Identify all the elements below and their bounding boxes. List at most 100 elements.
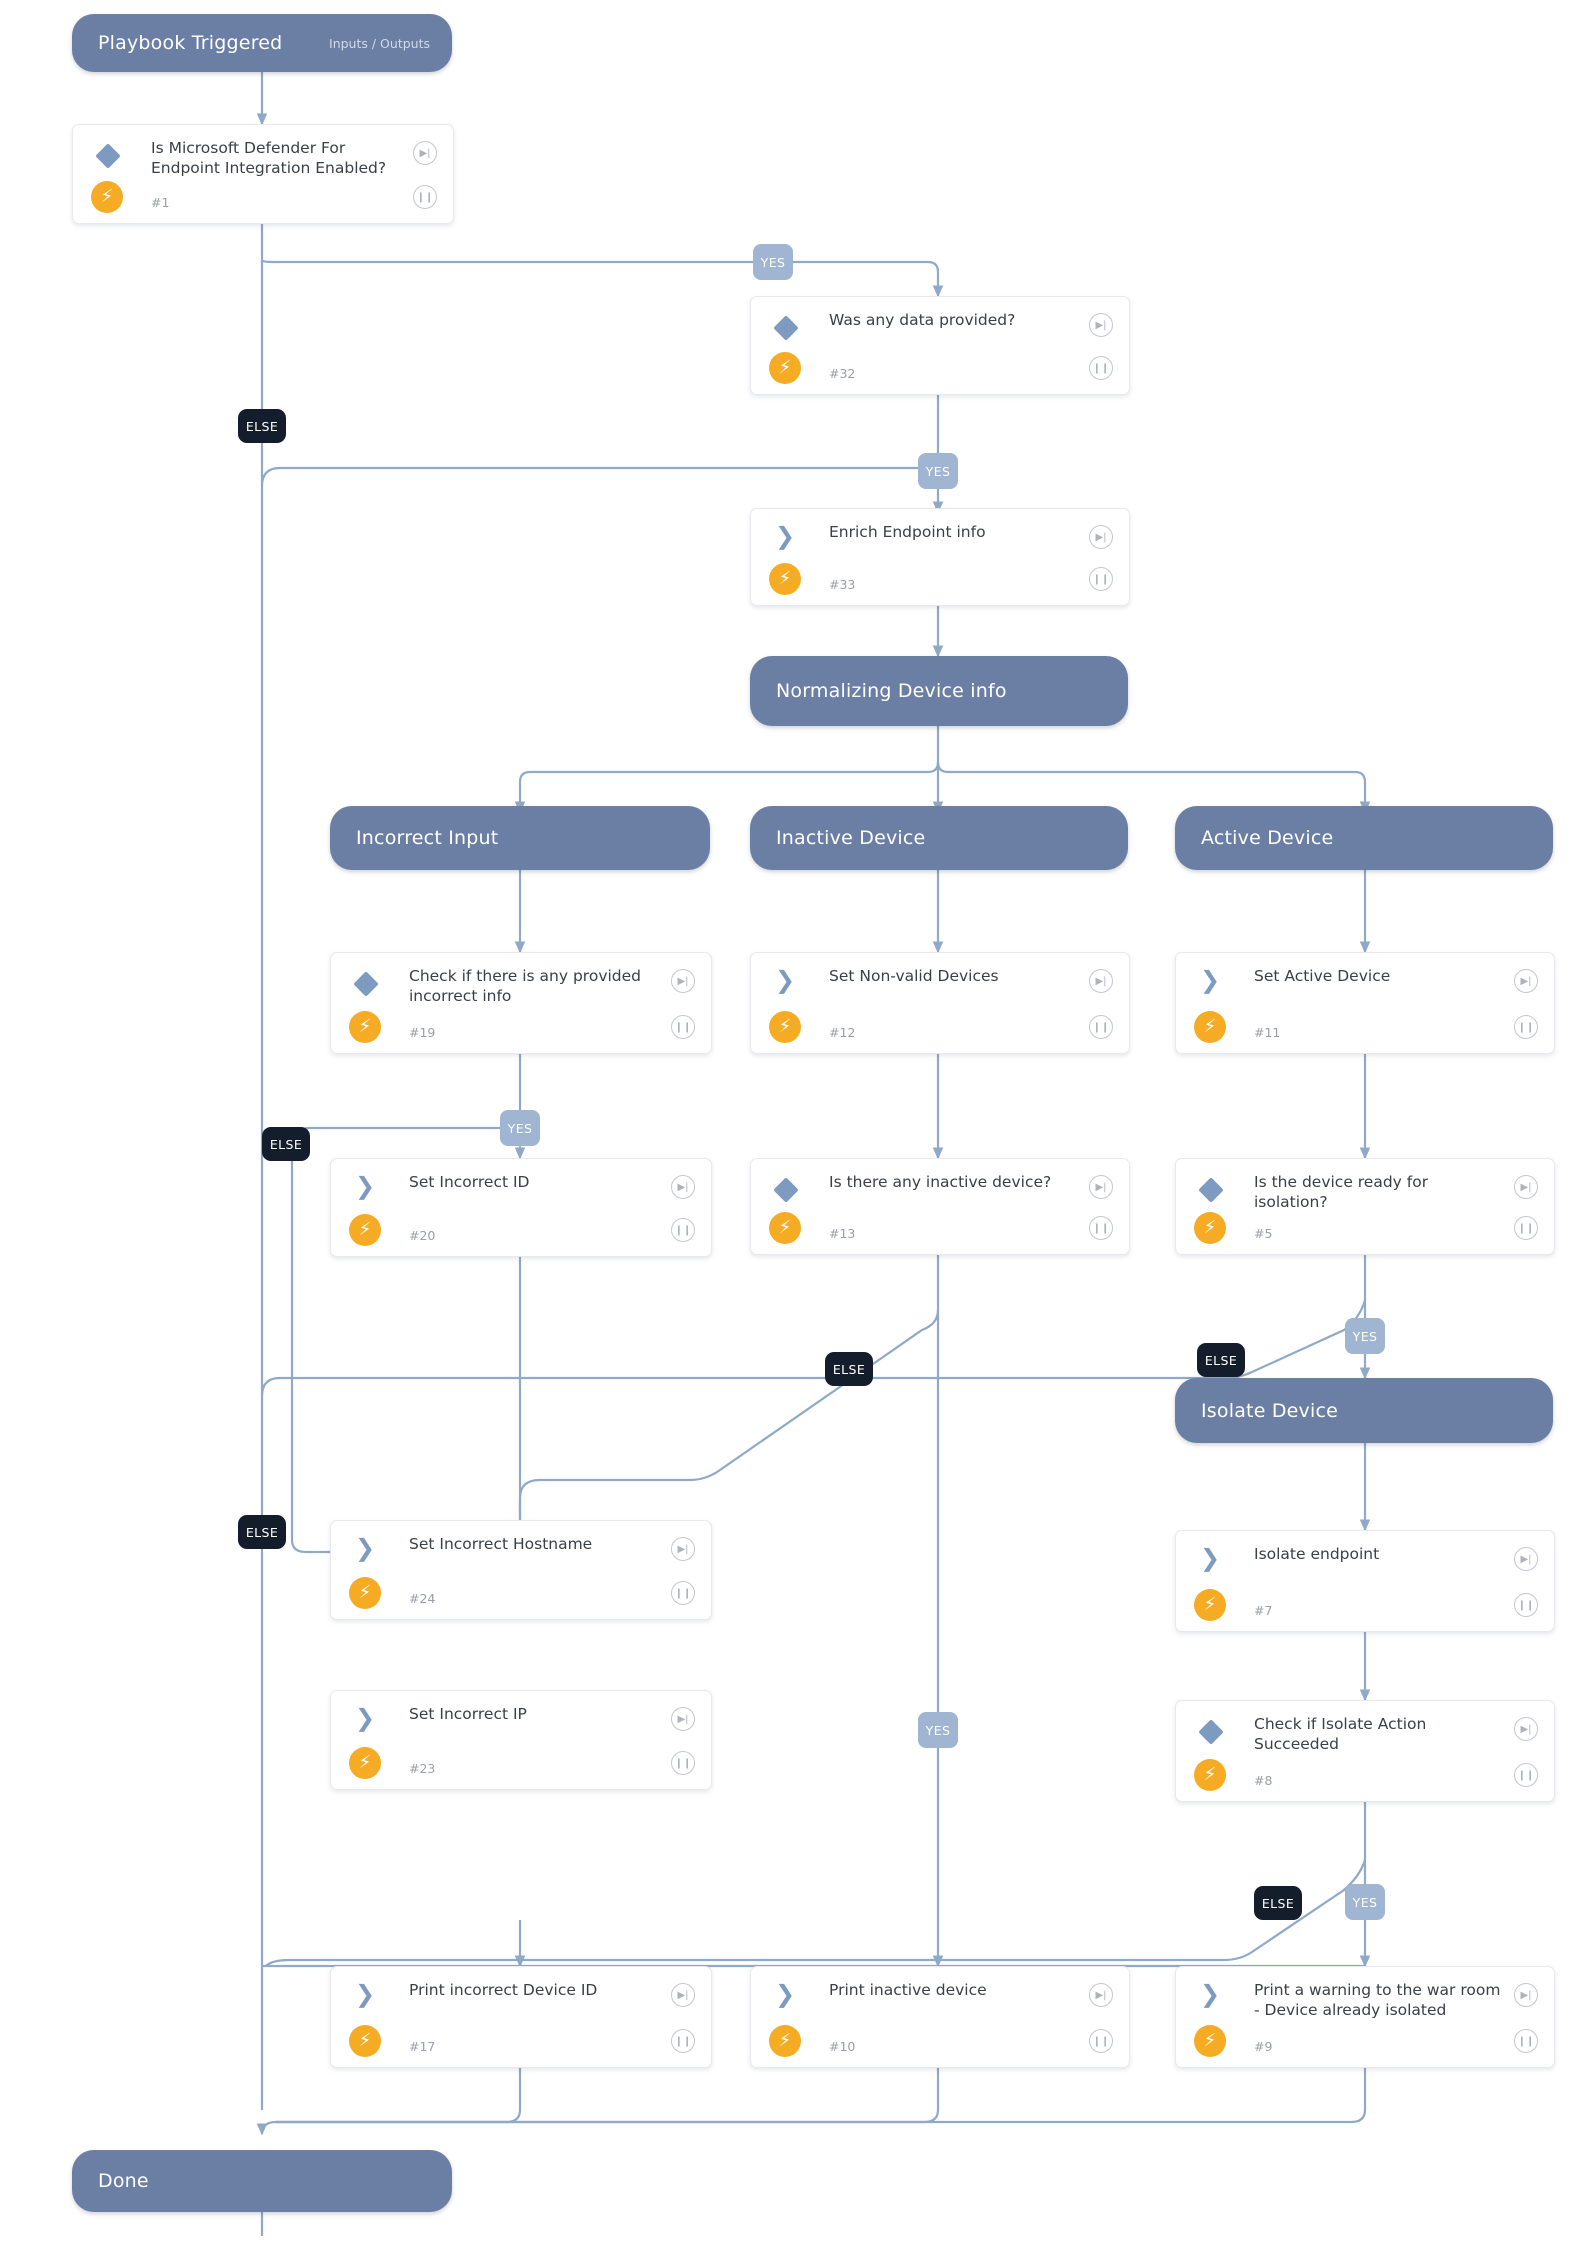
- task-id: #1: [151, 195, 170, 210]
- pause-icon[interactable]: ❙❙: [1514, 1015, 1538, 1039]
- task-card[interactable]: Is the device ready for isolation? ⚡ #5 …: [1175, 1158, 1555, 1255]
- task-title: Is there any inactive device?: [829, 1173, 1052, 1191]
- lightning-icon: ⚡: [769, 563, 801, 595]
- pause-icon[interactable]: ❙❙: [1089, 356, 1113, 380]
- task-id: #9: [1254, 2039, 1273, 2054]
- condition-diamond-icon: [95, 143, 121, 169]
- section-node-inactive-device[interactable]: Inactive Device: [750, 806, 1128, 870]
- pause-icon[interactable]: ❙❙: [671, 1581, 695, 1605]
- task-card[interactable]: Check if Isolate Action Succeeded ⚡ #8 ▶…: [1175, 1700, 1555, 1802]
- task-card[interactable]: Is there any inactive device? ⚡ #13 ▶| ❙…: [750, 1158, 1130, 1255]
- edge-label-else: ELSE: [262, 1127, 310, 1161]
- condition-diamond-icon: [773, 1177, 799, 1203]
- task-title: Print incorrect Device ID: [409, 1981, 598, 1999]
- task-title: Is Microsoft Defender For Endpoint Integ…: [151, 139, 387, 177]
- section-label: Active Device: [1201, 827, 1334, 849]
- pause-icon[interactable]: ❙❙: [671, 1015, 695, 1039]
- edge-label-yes: YES: [1345, 1884, 1385, 1920]
- action-chevron-icon: ❯: [1200, 966, 1221, 994]
- action-chevron-icon: ❯: [355, 1534, 376, 1562]
- task-id: #19: [409, 1025, 436, 1040]
- run-step-icon[interactable]: ▶|: [1089, 313, 1113, 337]
- task-card[interactable]: ❯ Isolate endpoint ⚡ #7 ▶| ❙❙: [1175, 1530, 1555, 1632]
- start-node-io-label: Inputs / Outputs: [329, 35, 430, 51]
- task-title: Was any data provided?: [829, 311, 1016, 329]
- end-node-label: Done: [98, 2170, 149, 2192]
- action-chevron-icon: ❯: [1200, 1980, 1221, 2008]
- run-step-icon[interactable]: ▶|: [671, 1175, 695, 1199]
- run-step-icon[interactable]: ▶|: [413, 141, 437, 165]
- action-chevron-icon: ❯: [775, 966, 796, 994]
- pause-icon[interactable]: ❙❙: [1089, 567, 1113, 591]
- lightning-icon: ⚡: [1194, 1759, 1226, 1791]
- end-node[interactable]: Done: [72, 2150, 452, 2212]
- task-id: #8: [1254, 1773, 1273, 1788]
- run-step-icon[interactable]: ▶|: [671, 1983, 695, 2007]
- run-step-icon[interactable]: ▶|: [1514, 1175, 1538, 1199]
- run-step-icon[interactable]: ▶|: [1089, 969, 1113, 993]
- task-title: Is the device ready for isolation?: [1254, 1173, 1429, 1211]
- pause-icon[interactable]: ❙❙: [671, 1218, 695, 1242]
- section-node-normalizing-device-info[interactable]: Normalizing Device info: [750, 656, 1128, 726]
- task-card[interactable]: ❯ Set Non-valid Devices ⚡ #12 ▶| ❙❙: [750, 952, 1130, 1054]
- edge-label-else: ELSE: [1197, 1343, 1245, 1377]
- section-node-active-device[interactable]: Active Device: [1175, 806, 1553, 870]
- edge-label-yes: YES: [753, 244, 793, 280]
- pause-icon[interactable]: ❙❙: [1089, 1216, 1113, 1240]
- pause-icon[interactable]: ❙❙: [1514, 1763, 1538, 1787]
- task-id: #17: [409, 2039, 436, 2054]
- pause-icon[interactable]: ❙❙: [1514, 1593, 1538, 1617]
- lightning-icon: ⚡: [91, 181, 123, 213]
- task-card[interactable]: ❯ Print a warning to the war room - Devi…: [1175, 1966, 1555, 2068]
- task-card[interactable]: ❯ Enrich Endpoint info ⚡ #33 ▶| ❙❙: [750, 508, 1130, 606]
- run-step-icon[interactable]: ▶|: [1514, 1547, 1538, 1571]
- pause-icon[interactable]: ❙❙: [1514, 1216, 1538, 1240]
- task-title: Set Non-valid Devices: [829, 967, 999, 985]
- pause-icon[interactable]: ❙❙: [413, 185, 437, 209]
- pause-icon[interactable]: ❙❙: [671, 2029, 695, 2053]
- task-id: #10: [829, 2039, 856, 2054]
- edge-label-yes: YES: [1345, 1318, 1385, 1354]
- run-step-icon[interactable]: ▶|: [1089, 1983, 1113, 2007]
- edge-label-else: ELSE: [825, 1352, 873, 1386]
- section-node-isolate-device[interactable]: Isolate Device: [1175, 1378, 1553, 1443]
- pause-icon[interactable]: ❙❙: [1514, 2029, 1538, 2053]
- run-step-icon[interactable]: ▶|: [671, 969, 695, 993]
- action-chevron-icon: ❯: [775, 1980, 796, 2008]
- condition-diamond-icon: [773, 315, 799, 341]
- run-step-icon[interactable]: ▶|: [1514, 1983, 1538, 2007]
- task-id: #12: [829, 1025, 856, 1040]
- lightning-icon: ⚡: [769, 352, 801, 384]
- task-id: #33: [829, 577, 856, 592]
- task-card[interactable]: ❯ Set Incorrect ID ⚡ #20 ▶| ❙❙: [330, 1158, 712, 1257]
- task-title: Set Active Device: [1254, 967, 1391, 985]
- task-card[interactable]: ❯ Set Active Device ⚡ #11 ▶| ❙❙: [1175, 952, 1555, 1054]
- section-node-incorrect-input[interactable]: Incorrect Input: [330, 806, 710, 870]
- task-card[interactable]: ❯ Set Incorrect Hostname ⚡ #24 ▶| ❙❙: [330, 1520, 712, 1620]
- action-chevron-icon: ❯: [1200, 1544, 1221, 1572]
- run-step-icon[interactable]: ▶|: [671, 1707, 695, 1731]
- pause-icon[interactable]: ❙❙: [1089, 1015, 1113, 1039]
- edge-label-yes: YES: [918, 1712, 958, 1748]
- run-step-icon[interactable]: ▶|: [1089, 1175, 1113, 1199]
- run-step-icon[interactable]: ▶|: [1514, 969, 1538, 993]
- task-card[interactable]: Check if there is any provided incorrect…: [330, 952, 712, 1054]
- task-card[interactable]: ❯ Print incorrect Device ID ⚡ #17 ▶| ❙❙: [330, 1966, 712, 2068]
- run-step-icon[interactable]: ▶|: [671, 1537, 695, 1561]
- edge-label-else: ELSE: [1254, 1886, 1302, 1920]
- pause-icon[interactable]: ❙❙: [671, 1751, 695, 1775]
- task-title: Print inactive device: [829, 1981, 987, 1999]
- task-card[interactable]: Is Microsoft Defender For Endpoint Integ…: [72, 124, 454, 224]
- lightning-icon: ⚡: [769, 1011, 801, 1043]
- task-card[interactable]: ❯ Set Incorrect IP ⚡ #23 ▶| ❙❙: [330, 1690, 712, 1790]
- start-node[interactable]: Playbook Triggered Inputs / Outputs: [72, 14, 452, 72]
- run-step-icon[interactable]: ▶|: [1089, 525, 1113, 549]
- start-node-label: Playbook Triggered: [98, 32, 283, 54]
- lightning-icon: ⚡: [1194, 1589, 1226, 1621]
- section-label: Normalizing Device info: [776, 680, 1007, 702]
- task-card[interactable]: Was any data provided? ⚡ #32 ▶| ❙❙: [750, 296, 1130, 395]
- run-step-icon[interactable]: ▶|: [1514, 1717, 1538, 1741]
- lightning-icon: ⚡: [1194, 1011, 1226, 1043]
- pause-icon[interactable]: ❙❙: [1089, 2029, 1113, 2053]
- task-card[interactable]: ❯ Print inactive device ⚡ #10 ▶| ❙❙: [750, 1966, 1130, 2068]
